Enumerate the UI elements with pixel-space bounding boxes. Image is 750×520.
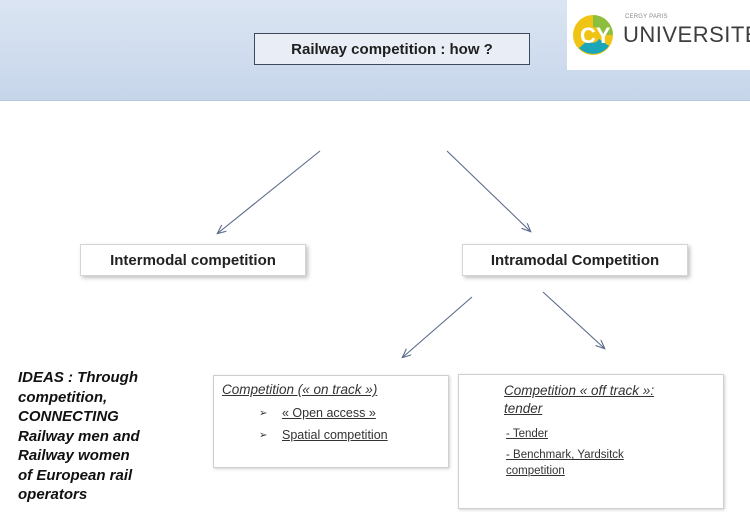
ideas-text: IDEAS : Through competition, CONNECTING … — [18, 368, 188, 505]
svg-text:CY: CY — [580, 23, 611, 48]
ideas-line: Railway women — [18, 447, 130, 464]
logo-university-text: UNIVERSITÉ — [623, 22, 750, 47]
arrow-bullet-icon: ➢ — [259, 408, 268, 419]
off-track-box: Competition « off track »: tender - Tend… — [458, 374, 724, 509]
cy-logo-icon: CY — [573, 15, 613, 55]
intramodal-node: Intramodal Competition — [462, 244, 688, 276]
ideas-line: CONNECTING — [18, 408, 119, 425]
off-track-title-line2: tender — [504, 401, 543, 416]
ideas-line: of European rail — [18, 466, 133, 484]
off-track-item: - Benchmark, Yardsitck — [506, 449, 624, 461]
off-track-item: competition — [506, 465, 565, 477]
university-logo: CY CERGY PARIS UNIVERSITÉ — [567, 0, 750, 70]
off-track-title-line1: Competition « off track »: — [504, 383, 655, 398]
slide-title: Railway competition : how ? — [254, 33, 530, 65]
logo-small-text: CERGY PARIS — [625, 14, 668, 20]
ideas-line: operators — [18, 486, 88, 503]
on-track-title: Competition (« on track ») — [222, 382, 378, 397]
intermodal-node: Intermodal competition — [80, 244, 306, 276]
ideas-line: IDEAS : Through — [18, 369, 138, 386]
on-track-box: Competition (« on track ») ➢ « Open acce… — [213, 375, 449, 468]
arrow-to-off-track — [542, 291, 604, 348]
on-track-item: Spatial competition — [282, 428, 388, 442]
off-track-item: - Tender — [506, 428, 548, 440]
on-track-item: « Open access » — [282, 406, 376, 420]
ideas-line: competition, — [18, 388, 108, 406]
off-track-title: Competition « off track »: tender — [504, 382, 714, 418]
ideas-line: Railway men and — [18, 427, 140, 445]
arrow-to-intramodal — [446, 150, 530, 231]
arrow-to-intermodal — [218, 150, 321, 233]
arrow-bullet-icon: ➢ — [259, 430, 268, 441]
arrow-to-on-track — [403, 296, 473, 357]
